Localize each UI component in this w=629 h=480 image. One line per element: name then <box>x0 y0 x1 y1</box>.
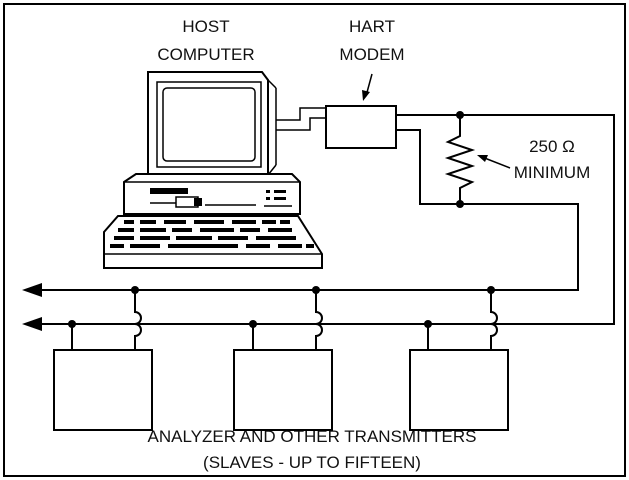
modem-label-line1: HART <box>349 17 395 36</box>
modem-label-line2: MODEM <box>339 45 404 64</box>
bus-arrow-upper <box>22 283 42 297</box>
host-label-line1: HOST <box>182 17 229 36</box>
resistor-250-ohm <box>444 111 476 208</box>
host-label-line2: COMPUTER <box>157 45 254 64</box>
resistor-pointer-arrow <box>477 155 511 169</box>
hart-modem-box <box>325 105 397 149</box>
modem-pointer-arrow <box>362 73 373 101</box>
system-unit <box>123 173 301 215</box>
slave-transmitter-2 <box>233 286 333 431</box>
slave-transmitter-1 <box>53 286 153 431</box>
computer-modem-cable <box>276 107 326 131</box>
slave-transmitter-3 <box>409 286 509 431</box>
resistor-note-label: MINIMUM <box>514 163 590 182</box>
monitor <box>147 71 277 185</box>
caption-line2: (SLAVES - UP TO FIFTEEN) <box>203 453 421 472</box>
caption-line1: ANALYZER AND OTHER TRANSMITTERS <box>147 427 476 446</box>
host-computer <box>103 71 323 269</box>
bus-arrow-lower <box>22 317 42 331</box>
resistor-value-label: 250 Ω <box>529 137 575 156</box>
keyboard <box>103 215 323 269</box>
